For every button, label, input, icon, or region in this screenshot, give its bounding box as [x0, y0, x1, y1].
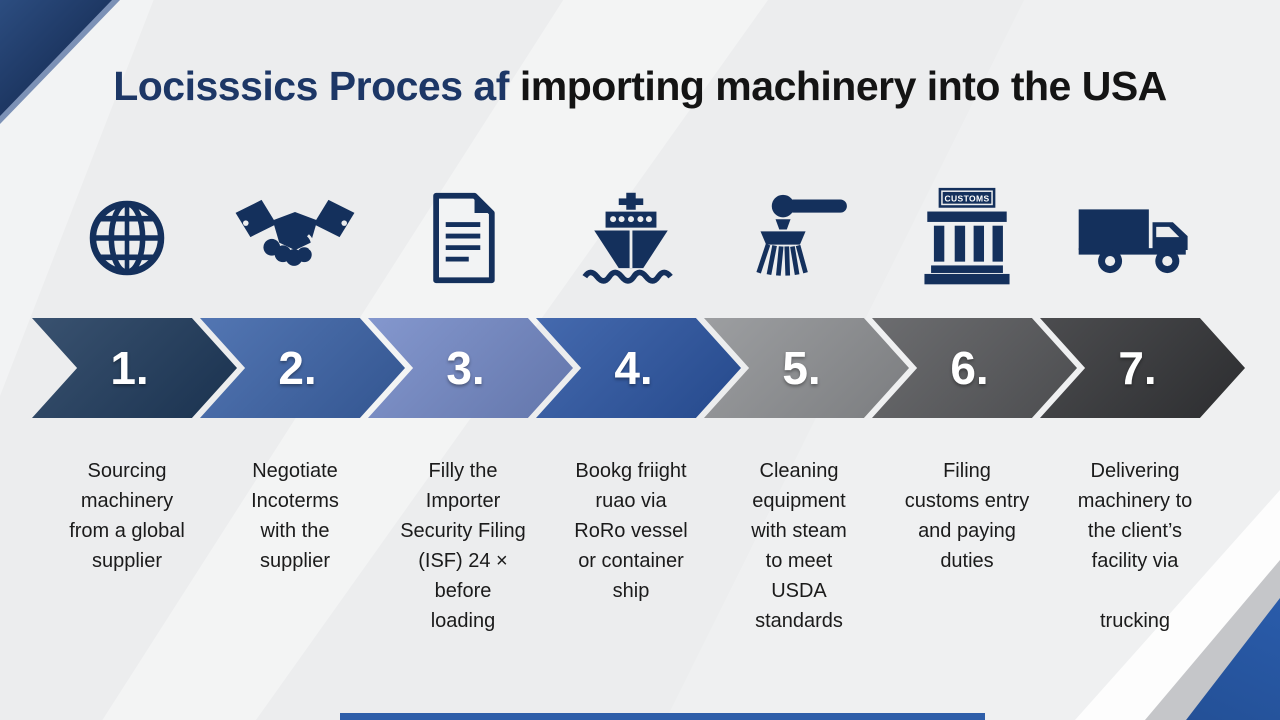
- cargo-ship-icon: [556, 186, 706, 290]
- step-description-4: Bookg friight ruao via RoRo vessel or co…: [574, 460, 688, 602]
- step-description-3: Filly the Importer Security Filing (ISF)…: [400, 460, 526, 632]
- globe-icon: [52, 186, 202, 290]
- handshake-icon: [220, 186, 370, 290]
- document-icon: [388, 186, 538, 290]
- steam-brush-icon: [724, 186, 874, 290]
- step-number-2: 2.: [278, 342, 317, 394]
- step-number-5: 5.: [782, 342, 821, 394]
- step-arrow-7: 7.: [1040, 318, 1245, 418]
- step-number-3: 3.: [446, 342, 485, 394]
- customs-sign-label: CUSTOMS: [945, 194, 990, 204]
- step-description-5: Cleaning equipment with steam to meet US…: [751, 460, 847, 632]
- step-arrow-5: 5.: [704, 318, 909, 418]
- step-arrow-1: 1.: [32, 318, 237, 418]
- customs-building-icon: CUSTOMS: [892, 186, 1042, 290]
- page-title-main: importing machinery into the USA: [519, 63, 1167, 110]
- bottom-accent-bar: [340, 713, 985, 720]
- step-number-6: 6.: [950, 342, 989, 394]
- truck-icon: [1060, 186, 1210, 290]
- step-description-2: Negotiate Incoterms with the supplier: [251, 460, 339, 572]
- page-title-highlight: Locisssics Proces af: [113, 63, 509, 110]
- step-description-7: Delivering machinery to the client’s fac…: [1077, 460, 1193, 632]
- step-number-1: 1.: [110, 342, 149, 394]
- step-number-4: 4.: [614, 342, 653, 394]
- step-description-1: Sourcing machinery from a global supplie…: [69, 460, 185, 572]
- step-description-6: Filing customs entry and paying duties: [904, 460, 1030, 572]
- step-number-7: 7.: [1118, 342, 1157, 394]
